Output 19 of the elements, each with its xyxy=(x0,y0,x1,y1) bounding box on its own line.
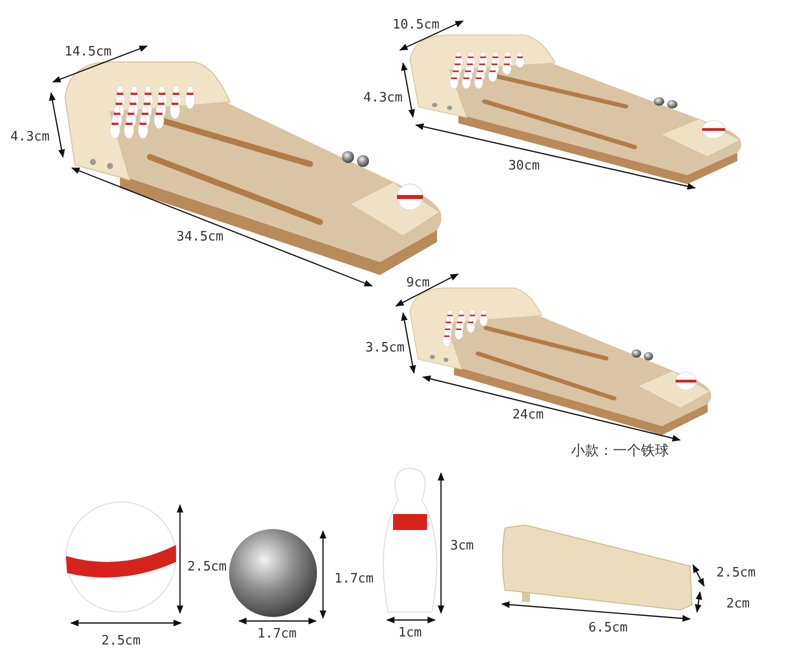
dimension-label: 9cm xyxy=(406,276,430,290)
dimension-label: 30cm xyxy=(508,160,540,172)
dimension-label: 1.7cm xyxy=(334,572,374,586)
dimension-label: 14.5cm xyxy=(64,46,112,58)
dimension-label: 4.3cm xyxy=(10,130,50,144)
dimension-label: 6.5cm xyxy=(588,622,628,634)
dimension-label: 2.5cm xyxy=(187,560,227,574)
dimension-label: 10.5cm xyxy=(392,18,440,32)
dimension-label: 4.3cm xyxy=(363,92,403,104)
dimension-label: 24cm xyxy=(512,408,544,422)
dimension-label: 1cm xyxy=(398,626,422,640)
dimension-label: 3cm xyxy=(450,540,474,552)
note-text: 小款：一个铁球 xyxy=(571,444,669,458)
dimension-label: 3.5cm xyxy=(365,342,405,354)
dimension-label: 2cm xyxy=(726,598,750,610)
dimension-label: 1.7cm xyxy=(257,628,297,640)
dimension-label: 34.5cm xyxy=(176,230,224,244)
dimension-label: 2.5cm xyxy=(101,634,141,648)
dimension-label: 2.5cm xyxy=(716,566,756,580)
